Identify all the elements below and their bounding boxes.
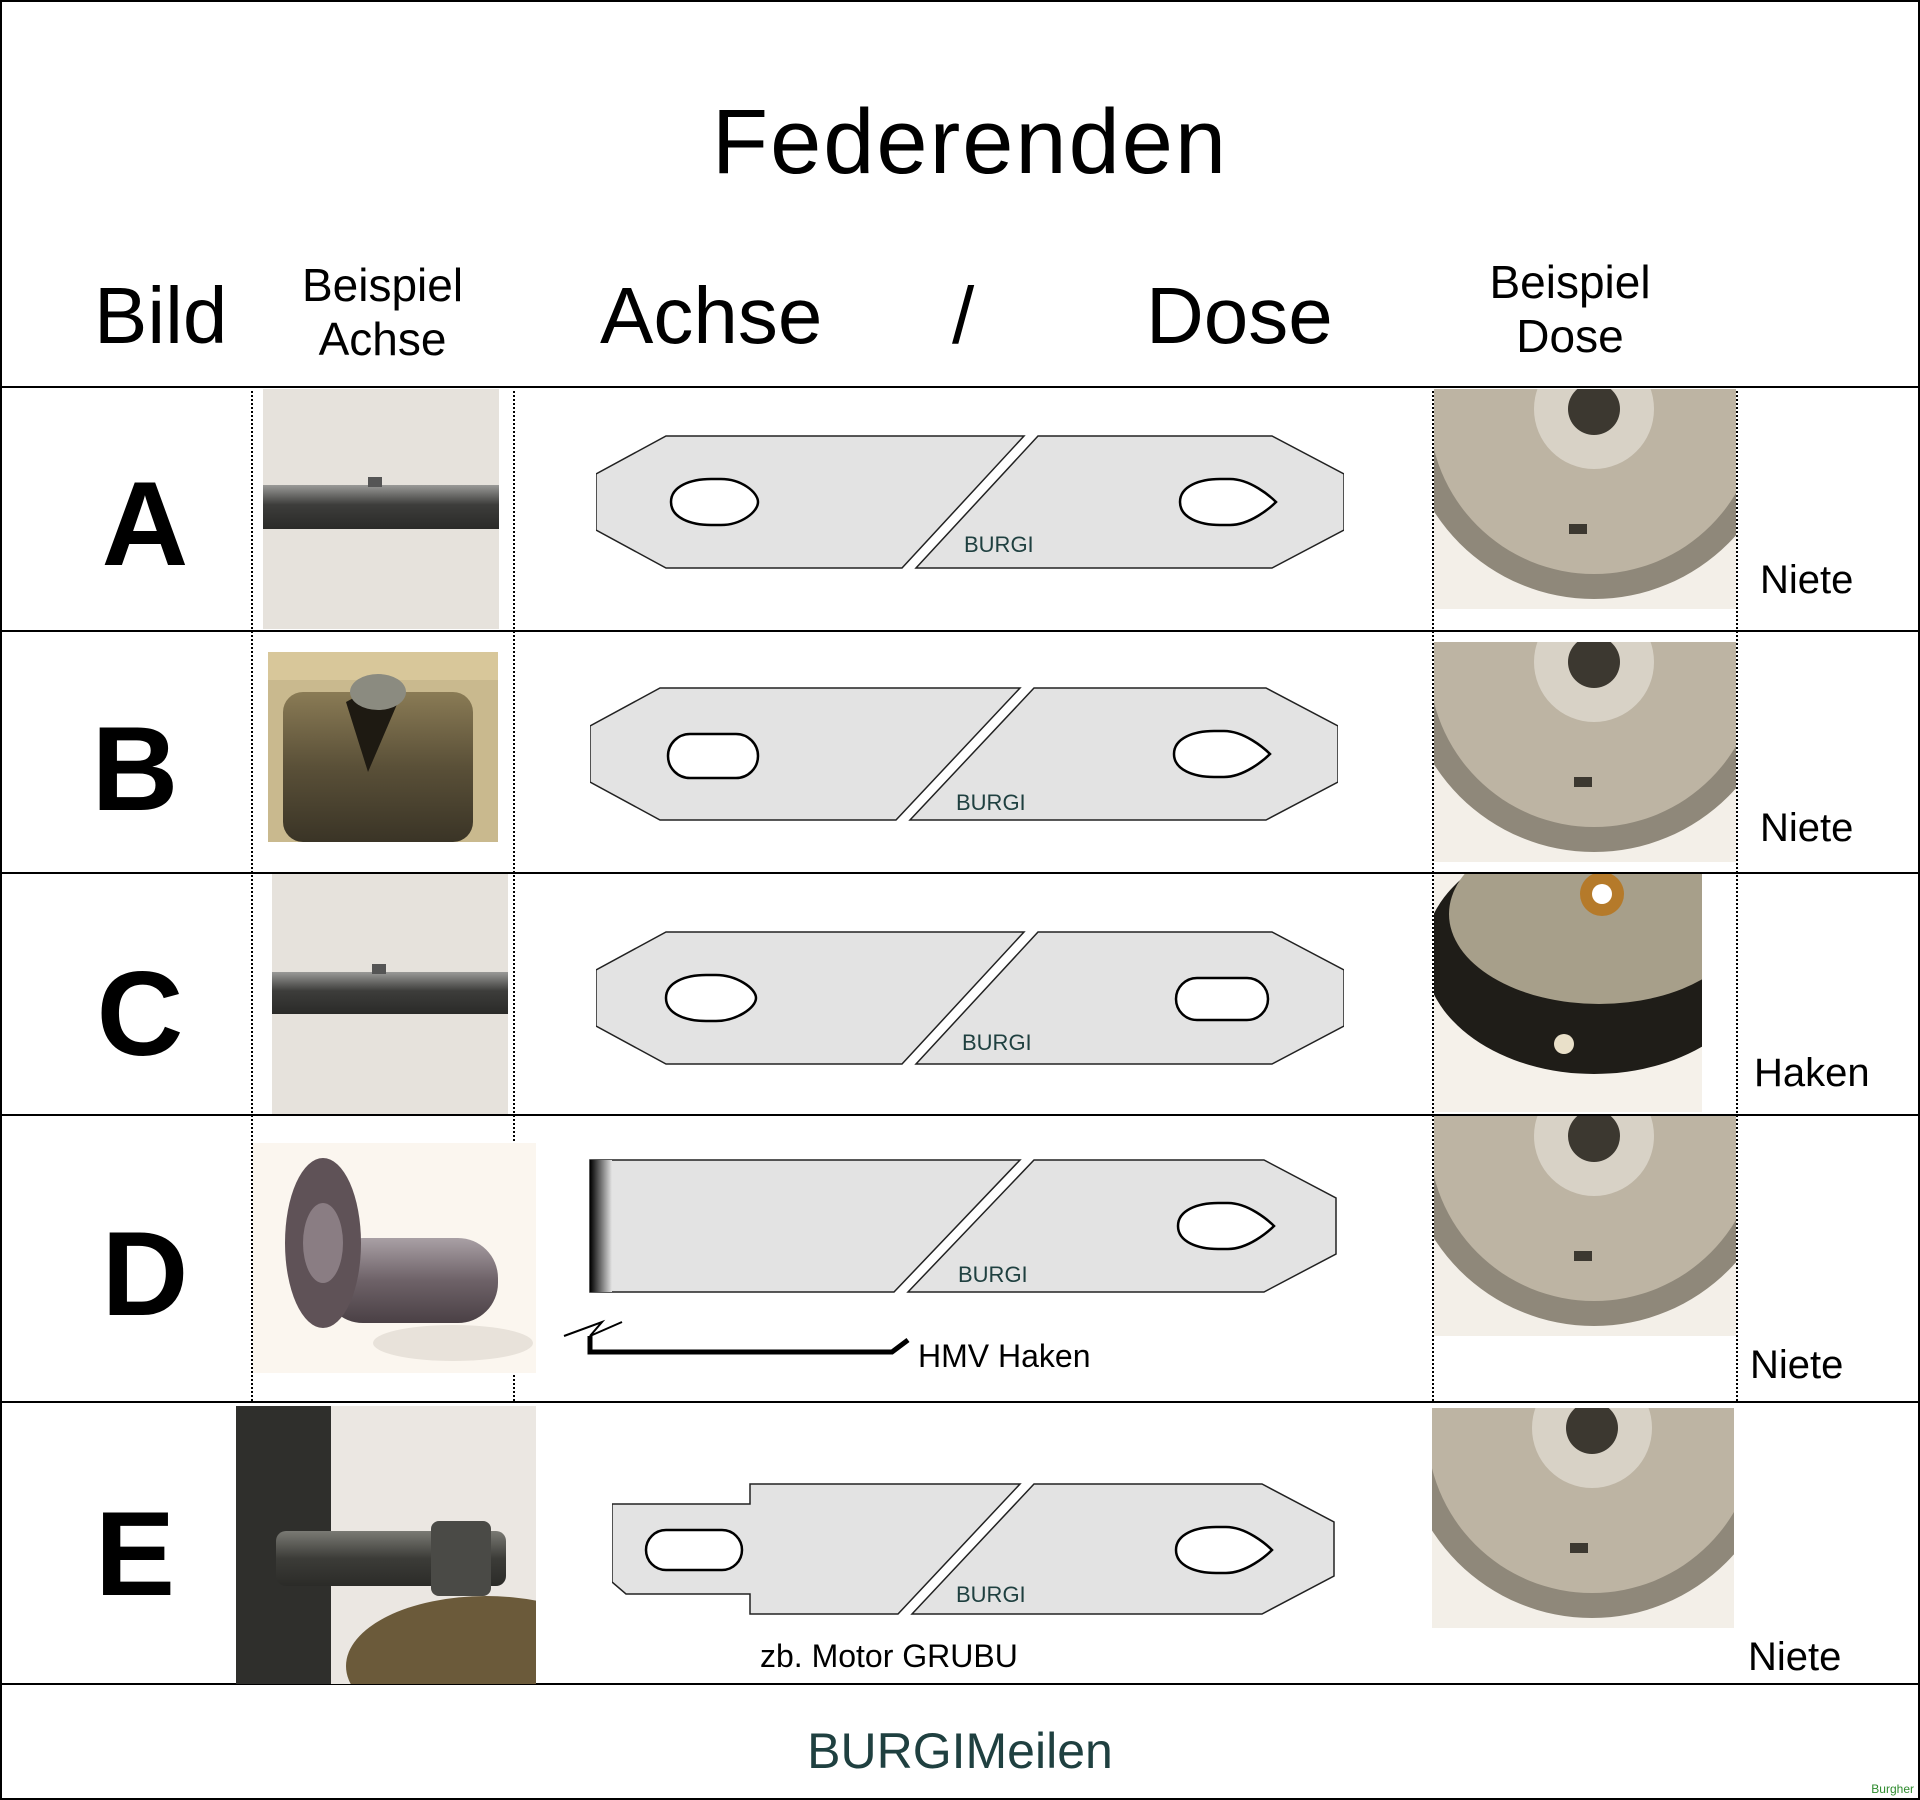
page-title: Federenden bbox=[711, 91, 1229, 193]
row-divider bbox=[0, 1401, 1920, 1403]
row-label-a: A bbox=[101, 457, 189, 591]
header-beispiel-achse: Beispiel Achse bbox=[270, 258, 495, 366]
header-beispiel-dose-line2: Dose bbox=[1516, 310, 1624, 362]
spring-label-a: BURGI bbox=[964, 532, 1034, 557]
end-type-e: Niete bbox=[1748, 1635, 1842, 1679]
header-bild: Bild bbox=[94, 271, 228, 360]
row-label-c: C bbox=[96, 947, 184, 1081]
photo-axle-e bbox=[236, 1406, 536, 1684]
end-type-d: Niete bbox=[1750, 1343, 1844, 1387]
hook-profile-diagram bbox=[562, 1312, 922, 1362]
spring-label-e: BURGI bbox=[956, 1582, 1026, 1607]
end-type-c: Haken bbox=[1754, 1051, 1870, 1095]
header-divider bbox=[0, 386, 1920, 388]
spring-diagram-d: BURGI bbox=[588, 1158, 1338, 1294]
photo-barrel-c bbox=[1434, 874, 1702, 1112]
column-separator bbox=[1736, 386, 1738, 1401]
spring-label-b: BURGI bbox=[956, 790, 1026, 815]
row-label-e: E bbox=[94, 1487, 176, 1621]
photo-axle-b bbox=[268, 652, 498, 842]
photo-barrel-e bbox=[1432, 1408, 1734, 1628]
spring-diagram-e: BURGI bbox=[612, 1482, 1336, 1616]
spring-diagram-a: BURGI bbox=[596, 434, 1344, 570]
column-separator bbox=[1432, 386, 1434, 1401]
header-beispiel-dose-line1: Beispiel bbox=[1489, 256, 1651, 308]
spring-diagram-c: BURGI bbox=[596, 930, 1344, 1066]
photo-barrel-b bbox=[1434, 642, 1736, 862]
header-beispiel-achse-line2: Achse bbox=[318, 313, 447, 365]
row-divider bbox=[0, 630, 1920, 632]
photo-axle-d bbox=[253, 1143, 536, 1373]
footer-brand: BURGIMeilen bbox=[807, 1723, 1113, 1779]
row-divider bbox=[0, 1114, 1920, 1116]
end-type-b: Niete bbox=[1760, 806, 1854, 850]
header-dose: Dose bbox=[1146, 271, 1333, 360]
note-motor-grubu: zb. Motor GRUBU bbox=[760, 1638, 1018, 1674]
spring-label-c: BURGI bbox=[962, 1030, 1032, 1055]
photo-barrel-d bbox=[1434, 1116, 1736, 1336]
row-label-b: B bbox=[91, 702, 179, 836]
photo-axle-c bbox=[272, 874, 508, 1114]
column-separator bbox=[251, 386, 253, 1401]
footer-divider bbox=[0, 1683, 1920, 1685]
photo-axle-a bbox=[263, 389, 499, 629]
header-slash: / bbox=[952, 271, 975, 360]
header-beispiel-dose: Beispiel Dose bbox=[1455, 255, 1685, 363]
note-hmv-haken: HMV Haken bbox=[918, 1338, 1091, 1374]
spring-label-d: BURGI bbox=[958, 1262, 1028, 1287]
row-label-d: D bbox=[101, 1207, 189, 1341]
header-achse: Achse bbox=[600, 271, 823, 360]
row-divider bbox=[0, 872, 1920, 874]
spring-diagram-b: BURGI bbox=[590, 686, 1338, 822]
header-beispiel-achse-line1: Beispiel bbox=[301, 259, 464, 311]
column-separator bbox=[513, 386, 515, 1401]
end-type-a: Niete bbox=[1760, 558, 1854, 602]
photo-barrel-a bbox=[1434, 389, 1736, 609]
watermark: Burgher bbox=[1871, 1782, 1914, 1796]
